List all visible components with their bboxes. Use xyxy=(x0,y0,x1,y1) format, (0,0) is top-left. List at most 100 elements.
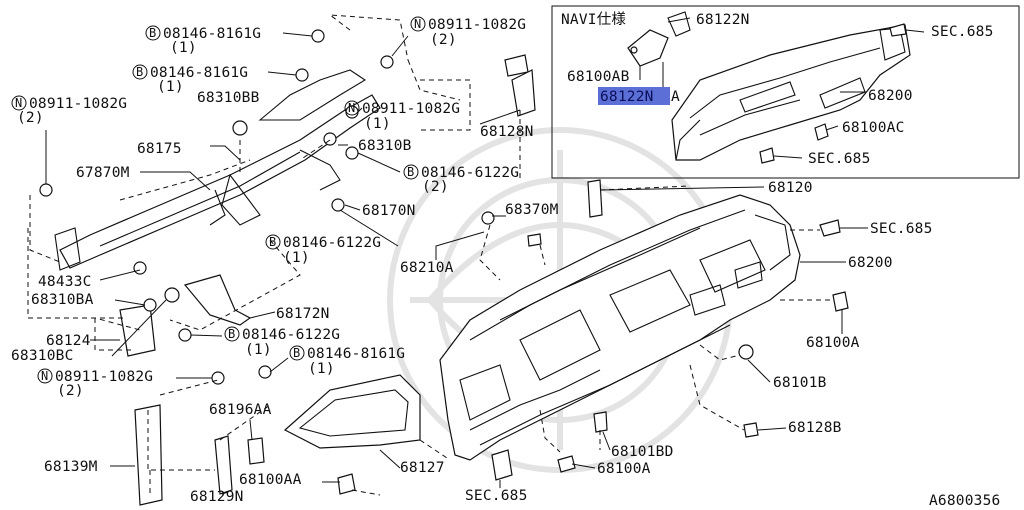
label-sec685-bottom: SEC.685 xyxy=(465,488,528,504)
callout-code: 08146-8161G xyxy=(150,65,248,81)
cover-68127 xyxy=(283,374,421,449)
label-68170N: 68170N xyxy=(362,203,416,219)
nut-08911-1082G-a xyxy=(380,55,394,69)
nut-68128N xyxy=(504,54,529,77)
nut-symbol xyxy=(344,100,360,116)
nut-08911-1082G-b xyxy=(39,183,53,197)
dashboard-hardware xyxy=(481,179,849,481)
bolt-08146-8161G-b xyxy=(295,68,309,82)
inset-label-68100AC: 68100AC xyxy=(842,120,905,136)
label-68101B: 68101B xyxy=(773,375,827,391)
callout-group-10: N 08911-1082G (2) xyxy=(37,368,153,399)
screw-68100A-bottom xyxy=(557,455,576,473)
navi-inset: NAVI仕様 68122N SEC.685 68100AB xyxy=(551,5,1020,179)
steering-member-assembly xyxy=(54,69,381,271)
label-68175: 68175 xyxy=(137,141,182,157)
bolt-symbol xyxy=(289,345,305,361)
callout-qty: (1) xyxy=(170,40,197,56)
bolt-08146-6122G-a xyxy=(345,146,359,160)
bracket-68128N xyxy=(511,69,536,117)
bolt-symbol xyxy=(132,64,148,80)
bolt-symbol xyxy=(403,164,419,180)
nut-symbol-letter: N xyxy=(348,101,355,115)
callout-code: 08911-1082G xyxy=(29,96,127,112)
label-sec685-right: SEC.685 xyxy=(870,221,933,237)
nut-68101B xyxy=(738,344,754,360)
callout-code: 08146-6122G xyxy=(242,327,340,343)
inset-clip-sec685-low xyxy=(759,147,775,164)
callout-qty: (1) xyxy=(245,342,272,358)
clip-sec685-bottom xyxy=(491,449,513,481)
label-68196AA: 68196AA xyxy=(209,402,272,418)
inset-label-sec685-bottom: SEC.685 xyxy=(808,151,871,167)
callout-qty: (1) xyxy=(364,116,391,132)
bolt-symbol-letter: B xyxy=(149,26,156,40)
callout-qty: (2) xyxy=(17,110,44,126)
inset-label-68100AB: 68100AB xyxy=(567,69,630,85)
main-dashboard-panel xyxy=(439,194,801,461)
left-brackets xyxy=(119,54,536,506)
inset-bracket-68122N xyxy=(627,11,691,67)
callout-code: 08146-8161G xyxy=(307,346,405,362)
inset-label-sec685-top: SEC.685 xyxy=(931,24,994,40)
clip-68210A xyxy=(481,211,495,225)
label-68120: 68120 xyxy=(768,180,813,196)
bolt-symbol xyxy=(145,25,161,41)
nut-68175 xyxy=(232,120,248,136)
nut-68310BA xyxy=(143,298,157,312)
nut-symbol xyxy=(410,16,426,32)
label-68100A-bottom: 68100A xyxy=(597,461,651,477)
nut-symbol xyxy=(37,368,53,384)
nut-symbol-letter: N xyxy=(414,17,421,31)
bolt-symbol-letter: B xyxy=(407,165,414,179)
screw-68100A-right xyxy=(832,291,849,312)
clip-68101BD xyxy=(593,411,608,433)
label-68124: 68124 xyxy=(46,333,91,349)
label-68100A-right: 68100A xyxy=(806,335,860,351)
inset-label-68200: 68200 xyxy=(868,88,913,104)
label-68310BA: 68310BA xyxy=(31,292,94,308)
fasteners-left xyxy=(39,29,394,495)
callout-code: 08146-6122G xyxy=(421,165,519,181)
bracket-68129N xyxy=(214,435,233,495)
bolt-symbol xyxy=(265,234,281,250)
label-68127: 68127 xyxy=(400,460,445,476)
label-68200: 68200 xyxy=(848,255,893,271)
inset-frame xyxy=(551,5,1020,179)
inset-label-68122N-highlighted: 68122N xyxy=(600,89,654,105)
callout-group-4: N 08911-1082G (2) xyxy=(11,95,127,126)
label-68100AA: 68100AA xyxy=(239,472,302,488)
assembly-guides xyxy=(27,14,830,496)
label-68172N: 68172N xyxy=(276,306,330,322)
bracket-68120 xyxy=(587,179,603,218)
inset-clip-sec685 xyxy=(889,23,907,37)
bolt-08146-8161G-c xyxy=(258,365,272,379)
clip-48433C xyxy=(133,261,147,275)
callout-qty: (2) xyxy=(430,32,457,48)
diagram-id: A6800356 xyxy=(929,493,1000,509)
callout-qty: (2) xyxy=(422,179,449,195)
bracket-68124 xyxy=(119,304,156,357)
callout-group-3: N 08911-1082G (2) xyxy=(410,16,526,48)
inset-screw-68100AC xyxy=(814,123,829,141)
callout-group-7: B 08146-6122G (1) xyxy=(265,234,381,266)
screw-68100AA xyxy=(337,473,356,495)
bolt-08146-6122G-b xyxy=(331,198,345,212)
callout-code: 08146-6122G xyxy=(283,235,381,251)
callout-group-6: B 08146-6122G (2) xyxy=(403,164,519,195)
inset-label-suffix-a: A xyxy=(671,89,680,105)
bolt-symbol-letter: B xyxy=(228,327,235,341)
clip-68128B xyxy=(743,422,759,438)
nut-symbol xyxy=(11,95,27,111)
callout-code: 08911-1082G xyxy=(362,101,460,117)
callout-qty: (2) xyxy=(57,383,84,399)
label-68129N: 68129N xyxy=(190,489,244,505)
callout-group-2: B 08146-8161G (1) xyxy=(132,64,248,95)
label-48433C: 48433C xyxy=(38,274,92,290)
bolt-08146-8161G-a xyxy=(311,29,325,43)
callout-group-8: B 08146-6122G (1) xyxy=(224,326,340,358)
label-68210A: 68210A xyxy=(400,260,454,276)
label-68101BD: 68101BD xyxy=(611,444,674,460)
nut-68310B xyxy=(323,132,337,146)
